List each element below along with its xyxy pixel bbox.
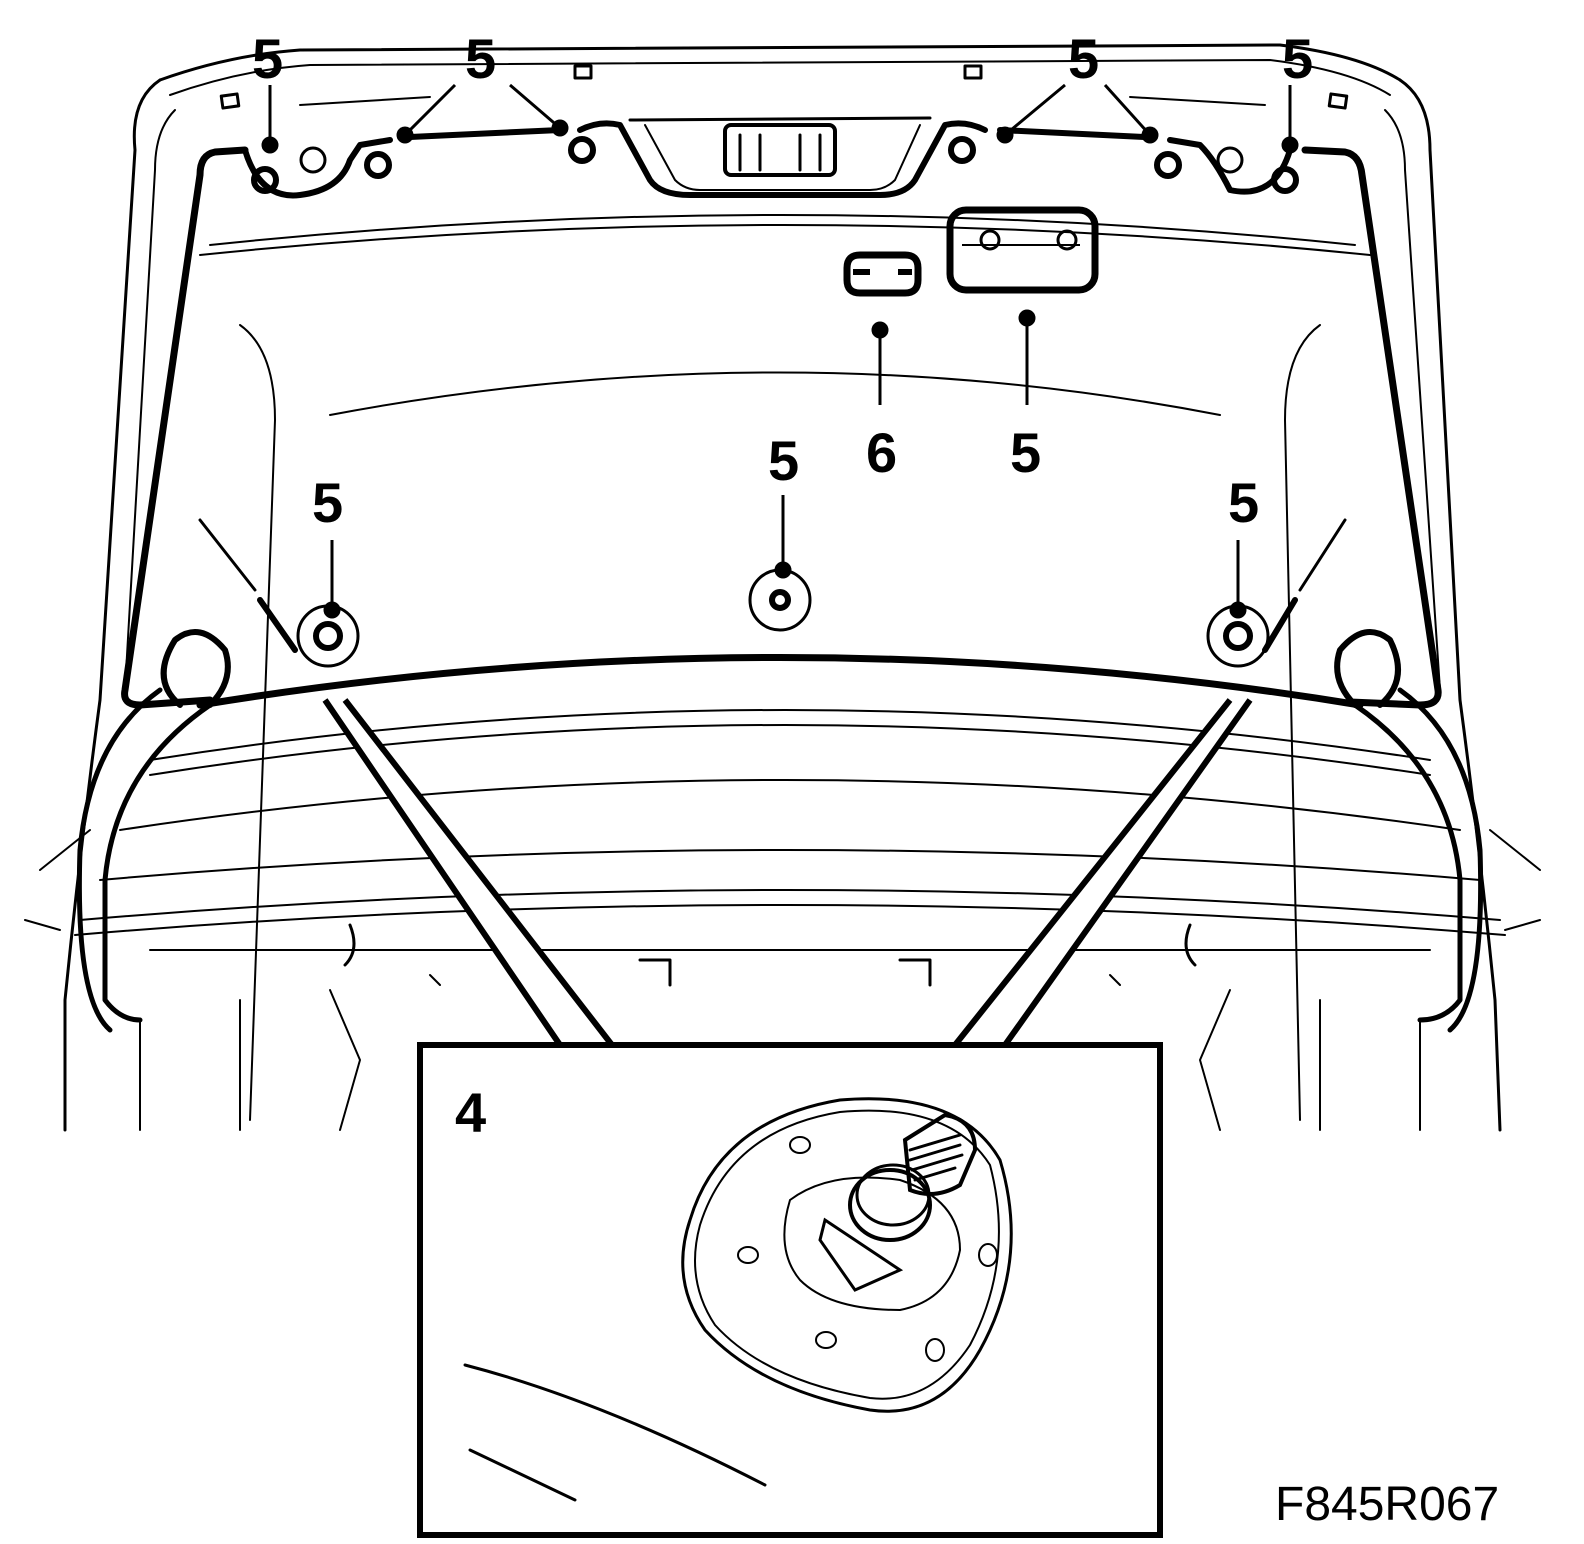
- tailgate-body: [24, 43, 1541, 1132]
- figure-code: F845R067: [1275, 1478, 1499, 1531]
- detail-inset: 4: [417, 1042, 1163, 1538]
- callout-label: 5: [768, 429, 799, 492]
- inset-connectors: [322, 698, 1253, 1048]
- callout-label: 5: [1228, 471, 1259, 534]
- clip-holes: [251, 136, 1299, 668]
- lamp-part: [946, 206, 1099, 294]
- callout-leaders: [261, 83, 1299, 619]
- callout-label: 5: [252, 27, 283, 90]
- clip-6-part: [843, 251, 922, 297]
- callout-labels: 5 5 5 5 6 5 5 5 5: [252, 27, 1313, 534]
- callout-label: 5: [465, 27, 496, 90]
- callout-label: 5: [1068, 27, 1099, 90]
- callout-label: 5: [312, 471, 343, 534]
- callout-label: 5: [1282, 27, 1313, 90]
- callout-label: 6: [866, 421, 897, 484]
- callout-label: 5: [1010, 421, 1041, 484]
- inset-label: 4: [455, 1081, 486, 1144]
